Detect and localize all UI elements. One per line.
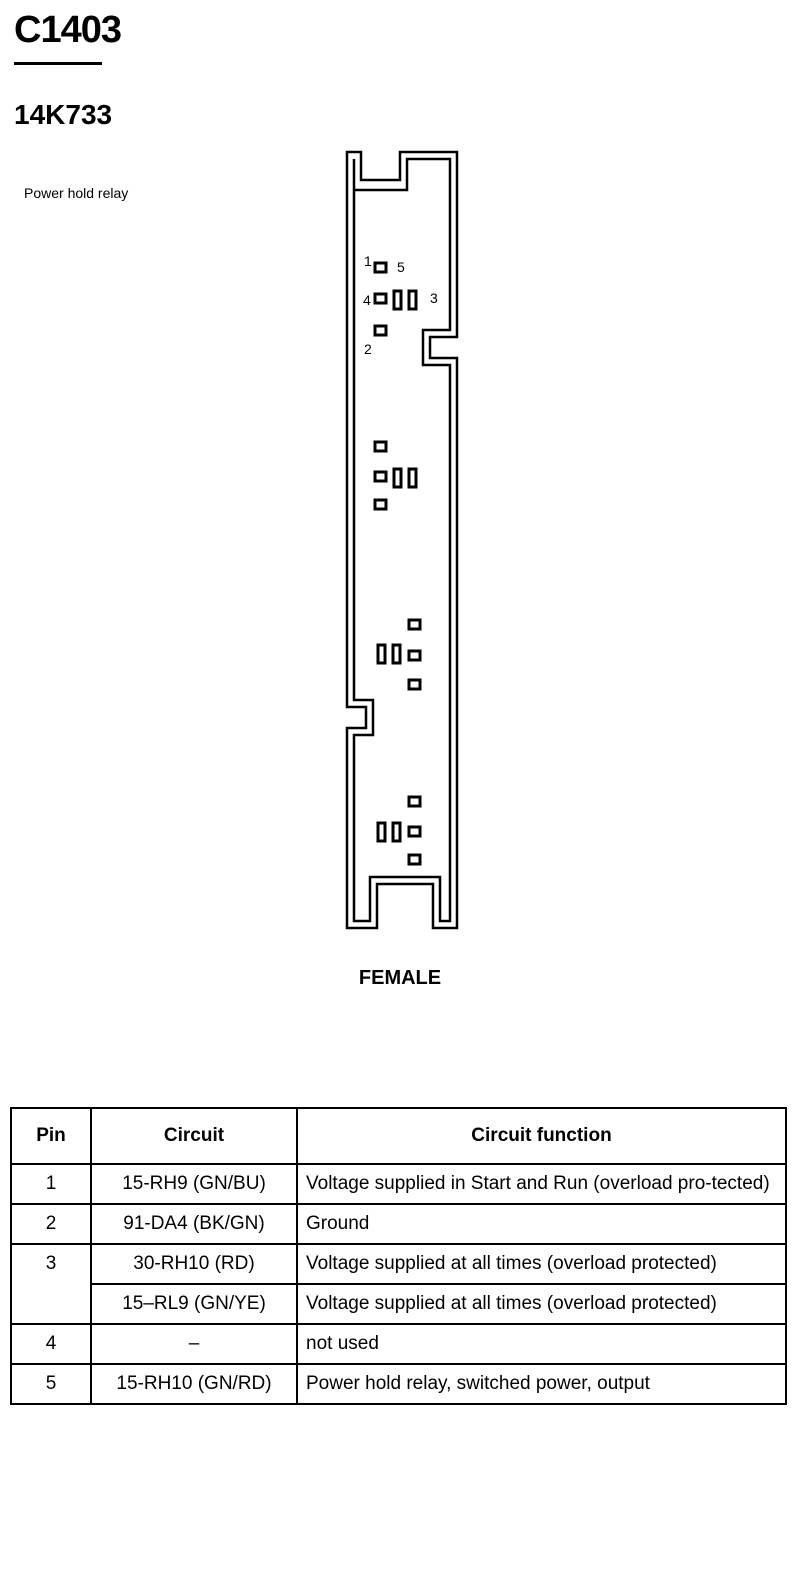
function-cell: Voltage supplied at all times (overload …: [296, 1243, 787, 1285]
pin-label: 5: [397, 259, 405, 275]
pin-3-cavity: [407, 289, 418, 311]
cavity: [392, 467, 403, 489]
circuit-cell: 30-RH10 (RD): [90, 1243, 298, 1285]
function-cell: Voltage supplied at all times (overload …: [296, 1283, 787, 1325]
connector-gender-label: FEMALE: [358, 967, 442, 989]
cavity: [373, 498, 388, 511]
cavity: [376, 643, 387, 665]
pin-2-cavity: [373, 324, 388, 337]
circuit-cell: –: [90, 1323, 298, 1365]
column-header-circuit: Circuit: [90, 1107, 298, 1165]
pin-1-cavity: [373, 261, 388, 274]
function-cell: Power hold relay, switched power, output: [296, 1363, 787, 1405]
pin-cell: 5: [10, 1363, 92, 1405]
cavity: [407, 649, 422, 662]
cavity: [407, 467, 418, 489]
connector-description: Power hold relay: [24, 185, 129, 201]
table-row: 1 15-RH9 (GN/BU) Voltage supplied in Sta…: [10, 1163, 787, 1205]
connector-inner-outline: [352, 157, 452, 923]
cavity: [407, 795, 422, 808]
circuit-cell: 15-RH10 (GN/RD): [90, 1363, 298, 1405]
pin-cell: 4: [10, 1323, 92, 1365]
circuit-cell: 15–RL9 (GN/YE): [90, 1283, 298, 1325]
cavity: [407, 853, 422, 866]
part-number: 14K733: [14, 99, 113, 130]
column-header-pin: Pin: [10, 1107, 92, 1165]
pin-cell: 3: [10, 1243, 92, 1284]
function-cell: not used: [296, 1323, 787, 1365]
pinout-table: Pin Circuit Circuit function 1 15-RH9 (G…: [10, 1107, 787, 1405]
connector-code: C1403: [14, 9, 122, 51]
function-cell: Ground: [296, 1203, 787, 1245]
table-header-row: Pin Circuit Circuit function: [10, 1107, 787, 1165]
function-cell: Voltage supplied in Start and Run (overl…: [296, 1163, 787, 1205]
cavity: [391, 821, 402, 843]
circuit-cell: 91-DA4 (BK/GN): [90, 1203, 298, 1245]
table-row: 3 30-RH10 (RD) Voltage supplied at all t…: [10, 1243, 787, 1285]
pin-label: 1: [364, 253, 372, 269]
pin-label: 2: [364, 341, 372, 357]
pin-cell: 1: [10, 1163, 92, 1205]
table-row: 4 – not used: [10, 1323, 787, 1365]
cavity: [407, 825, 422, 838]
cavity: [376, 821, 387, 843]
column-header-circuit-function: Circuit function: [296, 1107, 787, 1165]
cavity: [407, 618, 422, 631]
pin-4-cavity: [373, 292, 388, 305]
connector-face-diagram: 1 5 4 3 2: [345, 150, 459, 930]
pin-5-cavity: [392, 289, 403, 311]
cavity: [373, 470, 388, 483]
table-row: 2 91-DA4 (BK/GN) Ground: [10, 1203, 787, 1245]
pin-cell: 2: [10, 1203, 92, 1245]
circuit-cell: 15-RH9 (GN/BU): [90, 1163, 298, 1205]
cavity: [373, 440, 388, 453]
pin-cell: [10, 1284, 92, 1325]
cavity: [407, 678, 422, 691]
pin-label: 3: [430, 290, 438, 306]
cavity: [391, 643, 402, 665]
table-row: 15–RL9 (GN/YE) Voltage supplied at all t…: [10, 1283, 787, 1325]
connector-outer-outline: [345, 150, 459, 930]
table-row: 5 15-RH10 (GN/RD) Power hold relay, swit…: [10, 1363, 787, 1405]
pin-label: 4: [363, 292, 371, 308]
title-underline: [14, 62, 102, 65]
